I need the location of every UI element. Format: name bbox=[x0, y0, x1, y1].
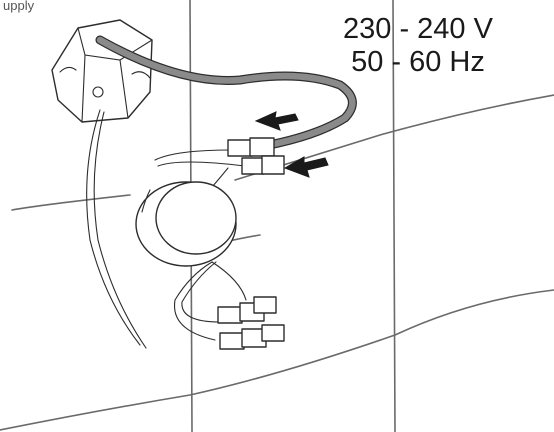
insert-arrow-icon bbox=[254, 111, 299, 131]
upper-wire-connectors bbox=[227, 137, 285, 175]
insert-arrow-icon bbox=[283, 156, 329, 178]
loose-wires bbox=[86, 109, 247, 349]
frequency-label: 50 - 60 Hz bbox=[351, 46, 485, 78]
voltage-label: 230 - 240 V bbox=[343, 13, 494, 45]
led-driver bbox=[135, 181, 237, 267]
lower-wire-connectors bbox=[217, 296, 285, 350]
junction-box bbox=[51, 19, 153, 123]
supply-cable bbox=[95, 35, 357, 155]
top-caption: upply bbox=[3, 0, 35, 13]
